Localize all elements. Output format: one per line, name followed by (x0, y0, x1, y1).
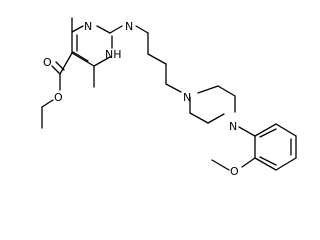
n-amine-label: N (125, 20, 133, 33)
n-piperazine-bottom-label: N (229, 120, 237, 133)
nh-ring-label: NH (105, 48, 122, 61)
o-ester-label: O (54, 91, 63, 104)
n-piperazine-top-label: N (183, 91, 191, 104)
butyl-chain (135, 25, 182, 93)
piperazine-ring (189, 85, 236, 124)
molecule-svg: N NH N N N O O O (41, 17, 297, 178)
ethyl-ester-group (41, 52, 73, 129)
o-methoxy-label: O (230, 165, 239, 178)
molecule-structure-diagram: N NH N N N O O O (41, 17, 297, 178)
methoxyphenyl-group (211, 123, 297, 171)
pyrimidine-ring (71, 17, 123, 88)
o-carbonyl-label: O (43, 56, 52, 69)
n-ring-top-label: N (84, 20, 92, 33)
